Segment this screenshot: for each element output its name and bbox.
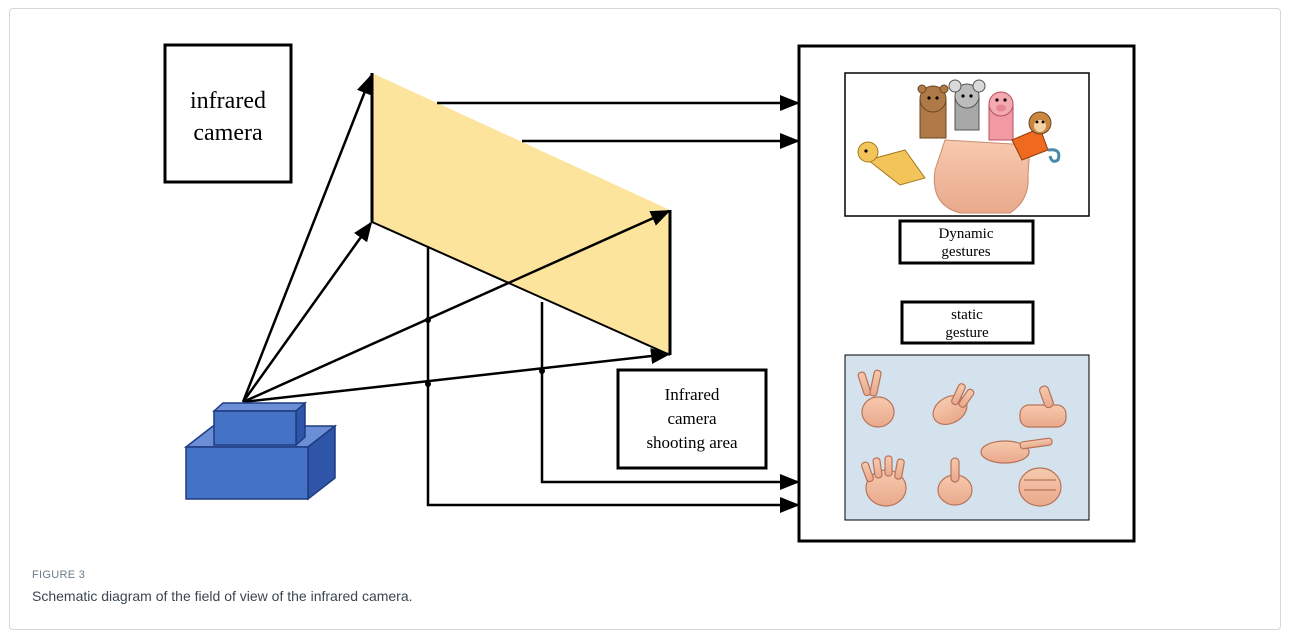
intersection-dot (425, 317, 431, 323)
figure-label: FIGURE 3 (32, 569, 86, 581)
hand-point-sign (980, 437, 1053, 464)
intersection-dot (539, 368, 545, 374)
finger-puppets-illustration (844, 72, 1090, 217)
fov-plane (372, 73, 670, 355)
intersection-dot (425, 381, 431, 387)
ray-bottom-left (241, 221, 373, 403)
shooting-area-line-1: Infrared (665, 385, 720, 404)
ray-bottom-right (242, 348, 671, 404)
fov-bottom-edge (371, 221, 671, 356)
static-label-line-1: static (951, 307, 983, 323)
arrow-lower-2 (426, 247, 800, 513)
figure-frame (9, 8, 1281, 630)
static-gesture-label-box: static gesture (900, 300, 1035, 345)
camera-label-box: infrared camera (163, 43, 293, 184)
dynamic-label-line-2: gestures (941, 244, 990, 260)
hand-signs-illustration (844, 354, 1090, 521)
hand-index-up (937, 457, 973, 506)
camera-label-line-2: camera (193, 120, 263, 146)
dynamic-label-line-1: Dynamic (939, 226, 994, 242)
dynamic-gestures-label-box: Dynamic gestures (898, 219, 1035, 265)
camera-block-icon (183, 401, 338, 501)
arrow-lower-1 (540, 302, 800, 490)
hand-open-palm (861, 455, 907, 507)
static-label-line-2: gesture (945, 325, 989, 341)
hand-fist (1018, 467, 1062, 507)
shooting-area-line-3: shooting area (646, 433, 738, 452)
hand-ok-sign (932, 383, 975, 426)
diagram-canvas: infrared camera Infrared camera shooting… (163, 43, 1136, 543)
output-arrows (426, 95, 800, 513)
camera-label-line-1: infrared (190, 88, 266, 114)
shooting-area-line-2: camera (667, 409, 717, 428)
ray-top-left (241, 74, 373, 403)
hand-thumbs-up (1019, 385, 1067, 428)
camera-rays (241, 74, 671, 404)
ray-top-right (242, 209, 671, 404)
shooting-area-label-box: Infrared camera shooting area (616, 368, 768, 470)
hand-v-sign (857, 369, 895, 428)
figure-caption: Schematic diagram of the field of view o… (32, 588, 413, 604)
